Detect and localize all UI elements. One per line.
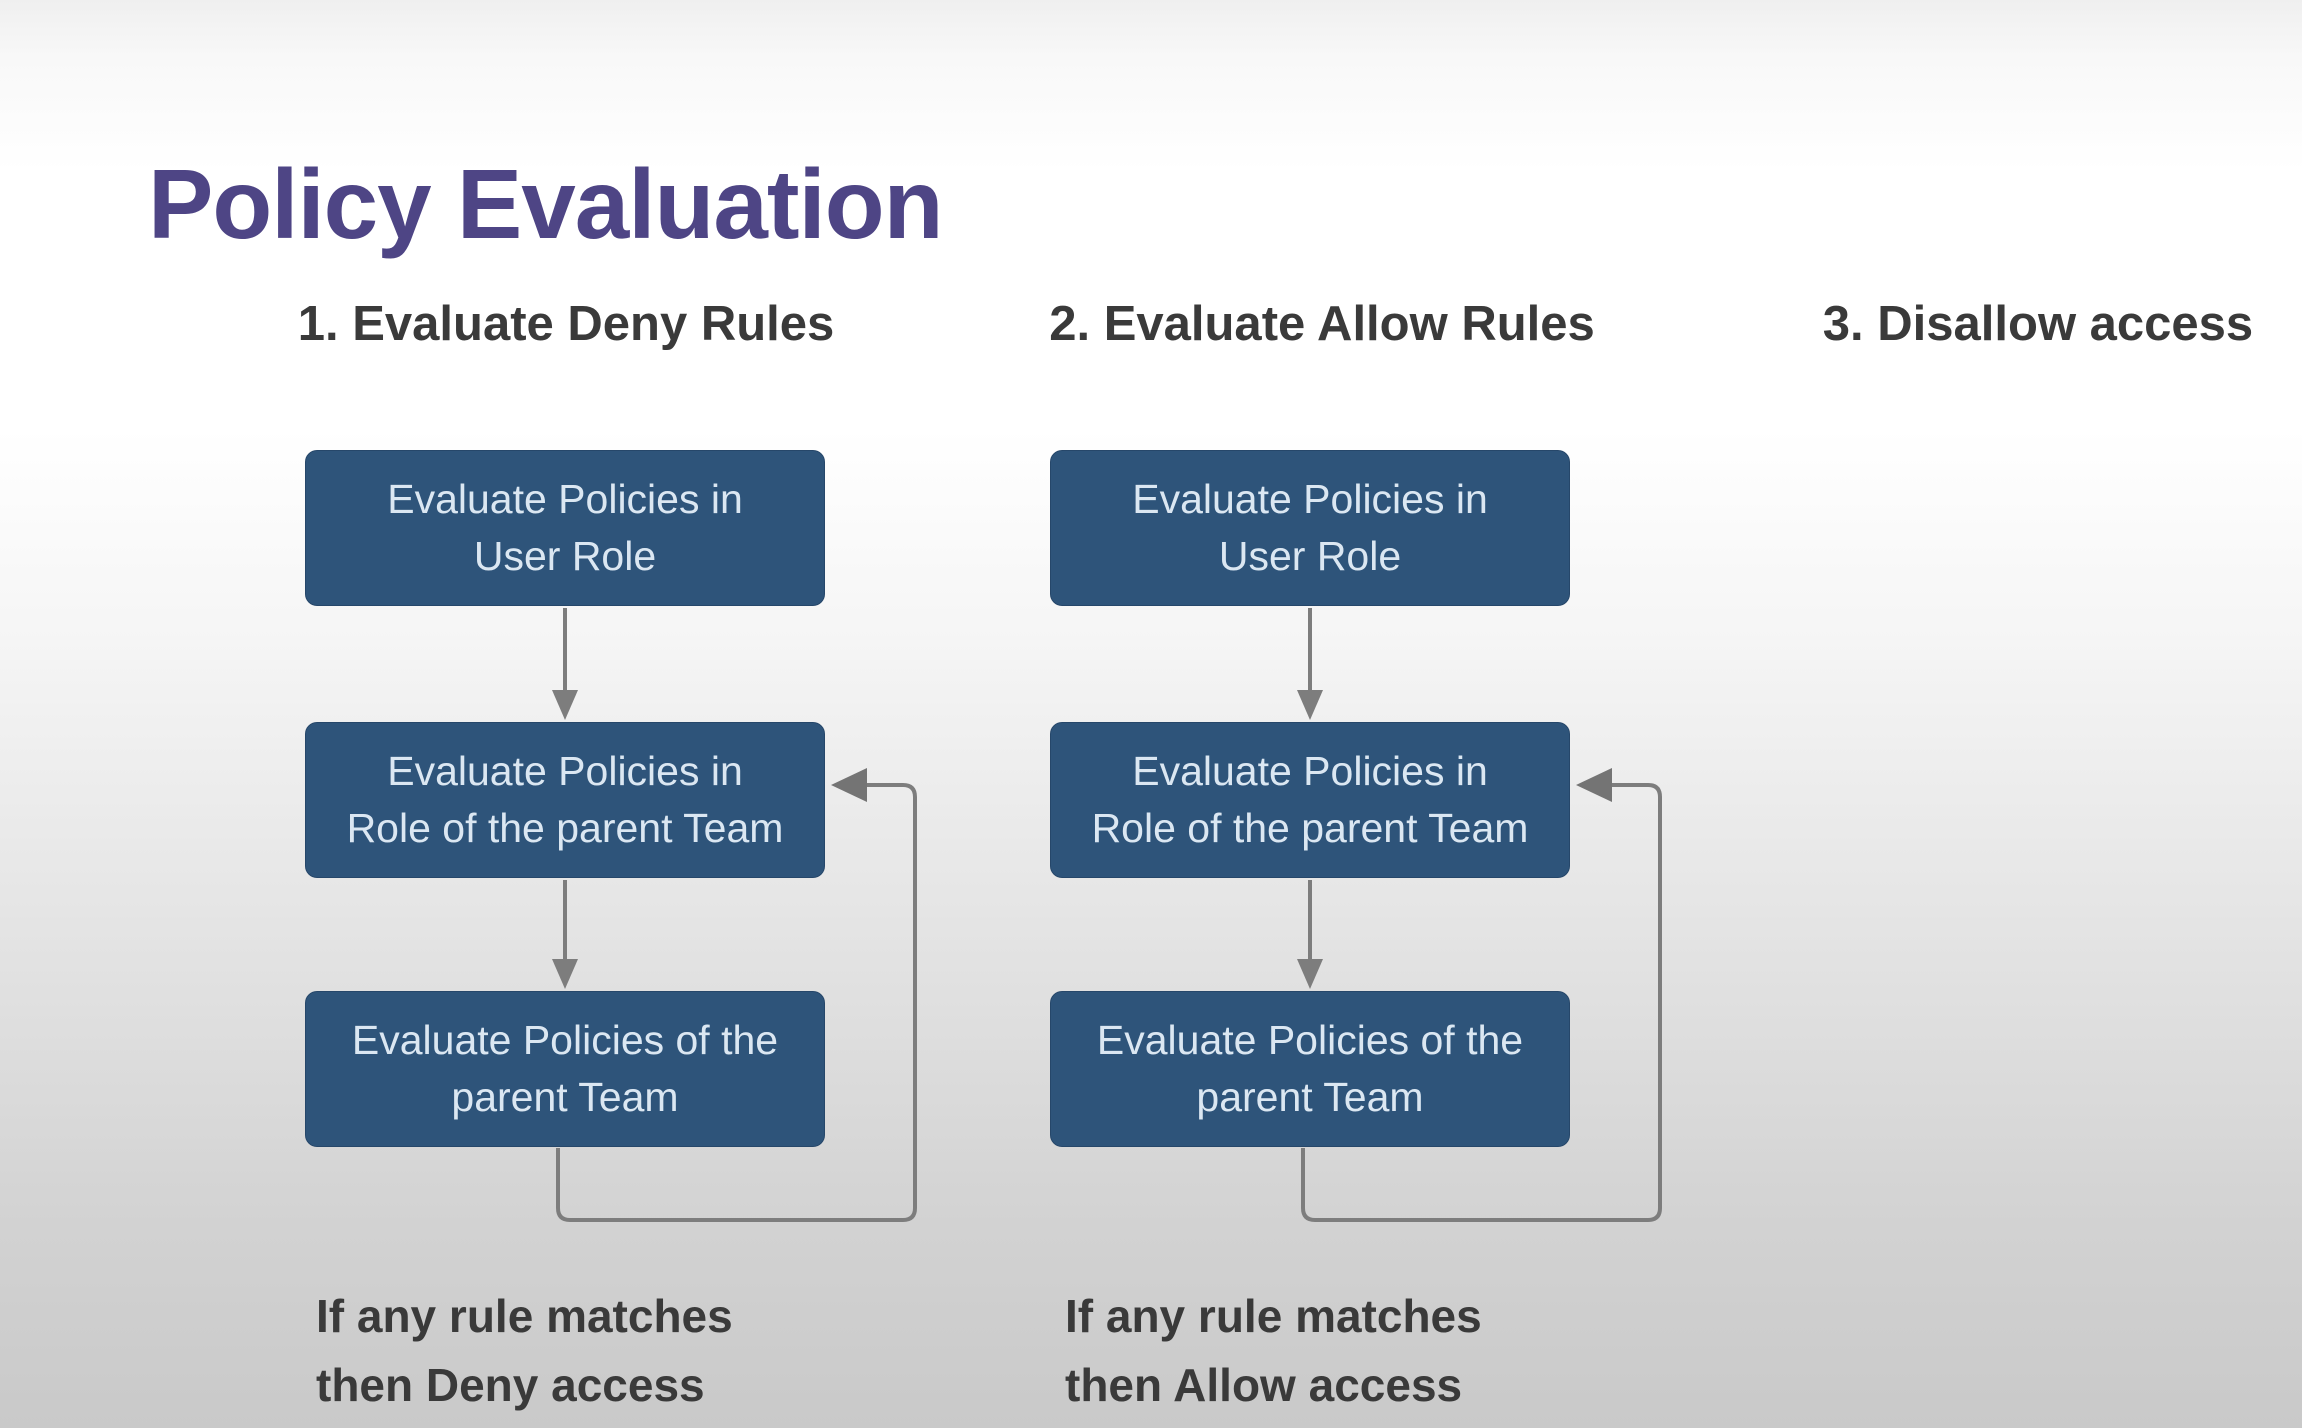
flow-box-text: Evaluate Policies in — [1132, 476, 1488, 522]
flow-box-text: parent Team — [451, 1074, 679, 1120]
step-header-disallow: 3. Disallow access — [1822, 297, 2254, 351]
deny-flow-connectors — [552, 608, 917, 1222]
flow-box-text: Role of the parent Team — [346, 805, 784, 851]
flow-box-text: Evaluate Policies in — [387, 476, 743, 522]
allow-caption: If any rule matches then Allow access — [1065, 1282, 1482, 1420]
deny-rules-flowchart: Evaluate Policies in User Role Evaluate … — [305, 450, 965, 1270]
step-header-allow: 2. Evaluate Allow Rules — [1049, 297, 1595, 351]
flow-box-text: Evaluate Policies in — [1132, 748, 1488, 794]
allow-flow-connectors — [1297, 608, 1662, 1222]
page-title: Policy Evaluation — [148, 149, 943, 259]
caption-line: If any rule matches — [1065, 1290, 1482, 1342]
down-arrow — [1297, 880, 1323, 989]
down-arrow — [552, 608, 578, 720]
caption-line: then Deny access — [316, 1359, 705, 1411]
flow-box-user-role: Evaluate Policies in User Role — [305, 450, 825, 606]
flow-box-text: User Role — [1218, 533, 1402, 579]
allow-rules-flowchart: Evaluate Policies in User Role Evaluate … — [1050, 450, 1710, 1270]
flow-box-text: parent Team — [1196, 1074, 1424, 1120]
flow-box-parent-team-policies: Evaluate Policies of the parent Team — [305, 991, 825, 1147]
caption-line: If any rule matches — [316, 1290, 733, 1342]
step-header-deny: 1. Evaluate Deny Rules — [297, 297, 835, 351]
caption-line: then Allow access — [1065, 1359, 1463, 1411]
flow-box-text: Evaluate Policies in — [387, 748, 743, 794]
loop-back-arrow — [556, 768, 917, 1222]
deny-caption: If any rule matches then Deny access — [316, 1282, 733, 1420]
flow-box-text: User Role — [473, 533, 657, 579]
flow-box-text: Evaluate Policies of the — [1096, 1017, 1524, 1063]
flow-box-user-role: Evaluate Policies in User Role — [1050, 450, 1570, 606]
flow-box-parent-team-role: Evaluate Policies in Role of the parent … — [1050, 722, 1570, 878]
flow-box-parent-team-policies: Evaluate Policies of the parent Team — [1050, 991, 1570, 1147]
down-arrow — [1297, 608, 1323, 720]
flow-box-parent-team-role: Evaluate Policies in Role of the parent … — [305, 722, 825, 878]
loop-back-arrow — [1301, 768, 1662, 1222]
flow-box-text: Evaluate Policies of the — [351, 1017, 779, 1063]
down-arrow — [552, 880, 578, 989]
flow-box-text: Role of the parent Team — [1091, 805, 1529, 851]
